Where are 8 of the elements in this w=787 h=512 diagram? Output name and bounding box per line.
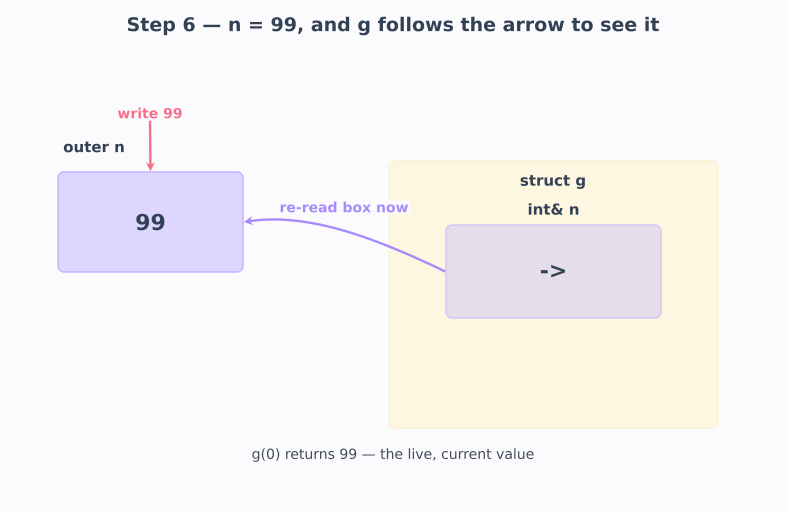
edge-label: re-read box now	[278, 200, 410, 214]
value-box: 99 outer n	[57, 142, 244, 273]
node-label: int& n	[528, 203, 578, 215]
node-label: outer n	[64, 142, 124, 152]
title: Step 6 — n = 99, and g follows the arrow to see it	[128, 16, 659, 36]
value-box: -> int& n	[445, 203, 662, 319]
caption: g(0) returns 99 — the live, current value	[252, 448, 534, 462]
annotation-text: write 99	[118, 108, 182, 118]
